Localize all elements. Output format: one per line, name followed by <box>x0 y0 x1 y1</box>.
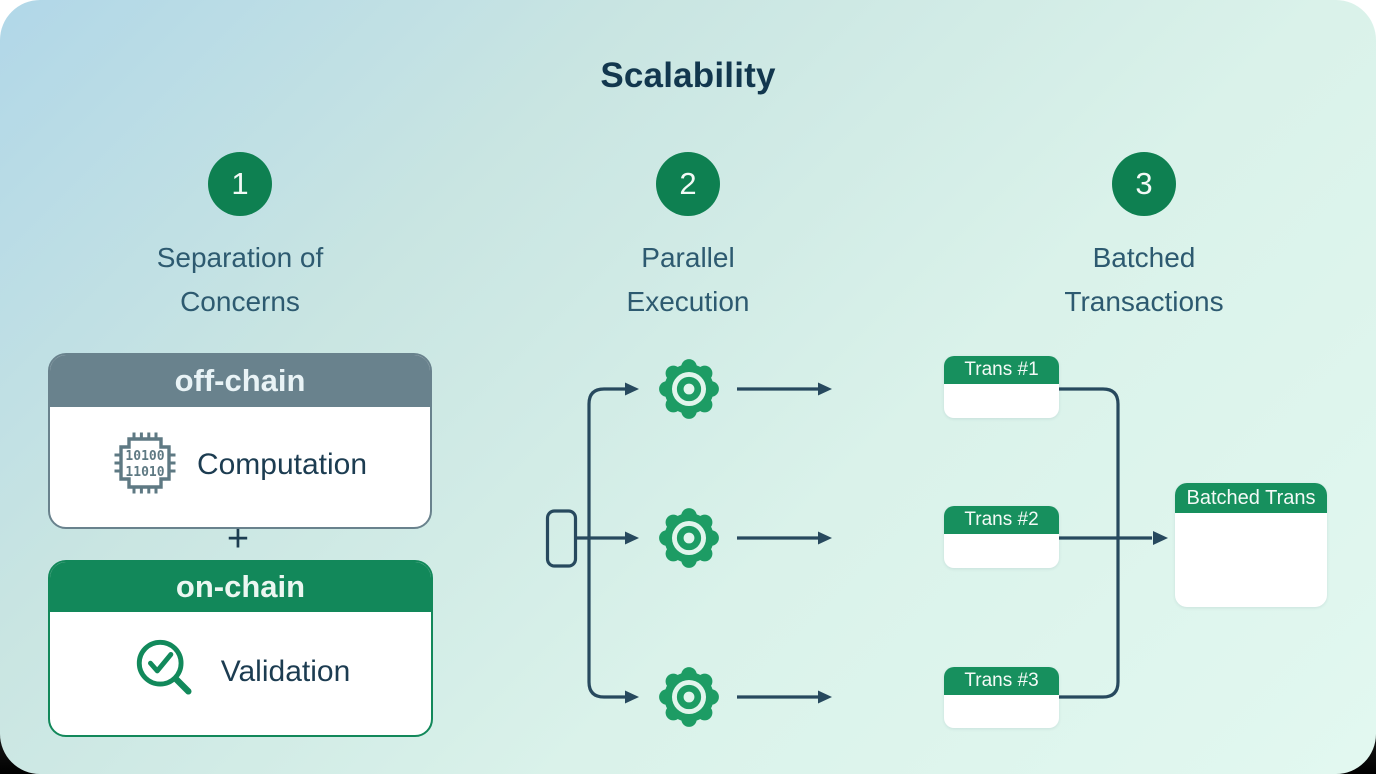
chip-binary-line1: 10100 <box>125 449 164 464</box>
trans-3-label: Trans #3 <box>944 667 1059 695</box>
off-chain-box: off-chain 10100 <box>48 353 432 529</box>
batched-trans-box: Batched Trans <box>1175 483 1327 607</box>
step-1-label: Separation of Concerns <box>90 236 390 324</box>
arrowhead <box>818 382 832 396</box>
page-title: Scalability <box>600 56 776 95</box>
step-3-label: Batched Transactions <box>994 236 1294 324</box>
arrowhead <box>818 531 832 545</box>
step-3-label-line1: Batched <box>1092 242 1196 273</box>
trans-1-label: Trans #1 <box>944 356 1059 384</box>
plus-sign: + <box>226 517 250 560</box>
trans-3-box: Trans #3 <box>944 667 1059 728</box>
step-3-number-badge: 3 <box>1112 152 1176 216</box>
source-node-shape <box>545 509 578 568</box>
trans-2-box: Trans #2 <box>944 506 1059 568</box>
step-1-number: 1 <box>231 166 249 201</box>
step-1-label-line1: Separation of <box>156 242 324 273</box>
arrowhead <box>625 382 639 396</box>
step-2-number: 2 <box>679 166 697 201</box>
magnifier-check-icon <box>131 634 201 709</box>
arrowhead <box>625 531 639 545</box>
off-chain-header: off-chain <box>50 355 430 407</box>
svg-text:11010: 11010 <box>125 465 164 480</box>
step-1-label-line2: Concerns <box>180 286 300 317</box>
step-1-header: 1 Separation of Concerns <box>90 152 390 324</box>
trans-1-box: Trans #1 <box>944 356 1059 418</box>
on-chain-box: on-chain Validation <box>48 560 433 737</box>
step-3-header: 3 Batched Transactions <box>994 152 1294 324</box>
batched-trans-label: Batched Trans <box>1175 483 1327 513</box>
step-2-label-line2: Execution <box>626 286 750 317</box>
step-1-number-badge: 1 <box>208 152 272 216</box>
trans-2-label: Trans #2 <box>944 506 1059 534</box>
step-2-label-line1: Parallel <box>641 242 735 273</box>
gear-icon <box>656 356 722 422</box>
step-2-label: Parallel Execution <box>538 236 838 324</box>
step-2-header: 2 Parallel Execution <box>538 152 838 324</box>
arrowhead <box>818 690 832 704</box>
step-3-number: 3 <box>1135 166 1153 201</box>
off-chain-body: 10100 11010 Computation <box>50 407 430 523</box>
cpu-chip-icon: 10100 11010 <box>113 431 177 500</box>
arrowhead <box>625 690 639 704</box>
on-chain-item-label: Validation <box>220 654 351 688</box>
svg-text:10100: 10100 <box>125 449 164 464</box>
arrowhead <box>1153 531 1168 545</box>
gear-icon <box>656 505 722 571</box>
on-chain-body: Validation <box>50 612 431 731</box>
gear-icon <box>656 664 722 730</box>
chip-binary-line2: 11010 <box>125 465 164 480</box>
step-3-label-line2: Transactions <box>1064 286 1224 317</box>
on-chain-header: on-chain <box>50 562 431 612</box>
off-chain-item-label: Computation <box>196 448 368 481</box>
step-2-number-badge: 2 <box>656 152 720 216</box>
